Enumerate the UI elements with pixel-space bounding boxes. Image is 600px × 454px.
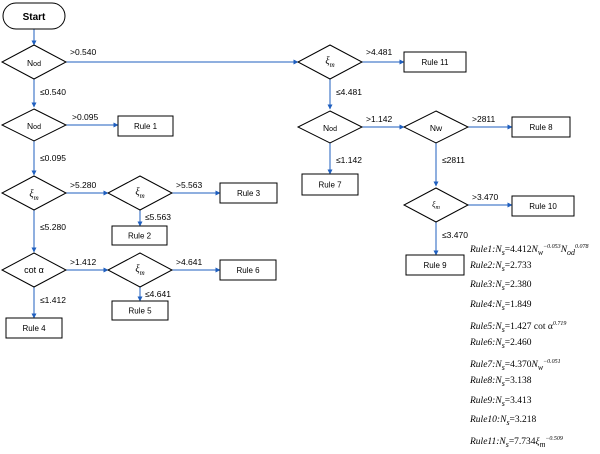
decision-d1-var: N xyxy=(27,58,33,68)
rule-box-6-label: Rule 6 xyxy=(236,266,260,275)
edge-label-e2: ≤0.540 xyxy=(40,87,66,97)
formula-rule-8: Rule8:Ns=3.138 xyxy=(470,376,532,389)
rule-box-4-label: Rule 4 xyxy=(22,324,46,333)
edge-label-e17: >2811 xyxy=(472,114,496,124)
start-label: Start xyxy=(23,12,46,23)
decision-d1-sub: od xyxy=(33,61,41,68)
decision-d2-sub: od xyxy=(33,124,41,131)
start-node: Start xyxy=(2,2,66,30)
svg-text:ξm: ξm xyxy=(29,189,38,202)
decision-d6-sub: m xyxy=(140,269,145,277)
decision-d5-var: cot α xyxy=(24,265,44,275)
decision-d8-sub: od xyxy=(329,126,337,133)
rule-box-11: Rule 11 xyxy=(403,51,467,73)
rule-box-7: Rule 7 xyxy=(301,173,359,196)
svg-text:Nod: Nod xyxy=(27,58,41,68)
edge-label-e11: ≤4.641 xyxy=(145,289,171,299)
rule-box-11-label: Rule 11 xyxy=(422,58,450,67)
decision-d4-var: ξ xyxy=(135,187,140,198)
edge-label-e15: >1.142 xyxy=(366,114,393,124)
rule-box-10-label: Rule 10 xyxy=(529,202,557,211)
formula-rule-4: Rule4:Ns=1.849 xyxy=(470,299,532,312)
decision-d4-sub: m xyxy=(140,192,145,200)
decision-d6: ξm xyxy=(106,252,174,288)
rule-box-8: Rule 8 xyxy=(511,116,571,138)
decision-d7: ξm xyxy=(296,44,364,80)
formula-rule-10: Rule10:Ns=3.218 xyxy=(470,414,537,427)
decision-d8: Nod xyxy=(296,110,364,144)
rule-formula-list: Rule1:Ns=4.412Nw−0.053Nod0.078 Rule2:Ns=… xyxy=(470,238,600,449)
decision-tree-diagram: Start Nod Nod ξm ξm cot α ξm xyxy=(0,2,575,339)
svg-text:ξm: ξm xyxy=(325,56,334,69)
edge-label-e9: >1.412 xyxy=(70,257,97,267)
decision-d10-sub: m xyxy=(436,205,441,211)
svg-text:ξm: ξm xyxy=(432,200,440,211)
edge-label-e20: ≤3.470 xyxy=(442,230,468,240)
formula-rule-11: Rule11:Ns=7.734ξm−0.509 xyxy=(470,435,563,449)
edge-label-e5: >5.280 xyxy=(70,180,97,190)
connectors xyxy=(31,29,513,319)
svg-text:Nod: Nod xyxy=(323,123,337,133)
edge-label-e1: >0.540 xyxy=(70,47,97,57)
svg-text:Nod: Nod xyxy=(27,121,41,131)
decision-d7-var: ξ xyxy=(325,56,330,67)
rule-box-3-label: Rule 3 xyxy=(237,189,261,198)
edge-label-e19: >3.470 xyxy=(472,192,499,202)
decision-d8-var: N xyxy=(323,123,329,133)
formula-rule-2: Rule2:Ns=2.733 xyxy=(470,261,532,274)
rule-box-2-label: Rule 2 xyxy=(128,232,152,241)
decision-d3-var: ξ xyxy=(29,189,34,200)
decision-d1: Nod xyxy=(0,44,68,80)
decision-d3: ξm xyxy=(0,175,68,211)
rule-box-10: Rule 10 xyxy=(511,195,575,217)
formula-rule-7: Rule7:Ns=4.370Nw−0.051 xyxy=(470,359,561,373)
rule-box-5: Rule 5 xyxy=(111,300,169,321)
edge-label-e3: >0.095 xyxy=(72,112,99,122)
edge-label-e10: >4.641 xyxy=(176,257,203,267)
formula-rule-5: Rule5:Ns=1.427 cot α0.719 xyxy=(470,320,567,334)
formula-rule-9: Rule9:Ns=3.413 xyxy=(470,395,532,408)
edge-label-e12: ≤1.412 xyxy=(40,295,66,305)
decision-d9: Nw xyxy=(402,110,470,144)
formula-rule-6: Rule6:Ns=2.460 xyxy=(470,337,532,350)
edge-label-e13: >4.481 xyxy=(366,47,393,57)
decision-d2: Nod xyxy=(0,108,68,142)
edge-label-e6: >5.563 xyxy=(176,180,203,190)
rule-box-9: Rule 9 xyxy=(405,254,465,276)
formula-rule-3: Rule3:Ns=2.380 xyxy=(470,280,532,293)
rule-box-8-label: Rule 8 xyxy=(529,123,553,132)
decision-d5: cot α xyxy=(0,252,68,288)
edge-label-e7: ≤5.563 xyxy=(145,212,171,222)
edge-label-e8: ≤5.280 xyxy=(40,222,66,232)
edge-label-e4: ≤0.095 xyxy=(40,153,66,163)
rule-box-5-label: Rule 5 xyxy=(128,307,152,316)
edge-label-e18: ≤2811 xyxy=(442,155,465,165)
decision-d4: ξm xyxy=(106,175,174,211)
decision-d6-var: ξ xyxy=(135,264,140,275)
decision-d3-sub: m xyxy=(34,194,39,202)
rule-box-1: Rule 1 xyxy=(117,115,174,137)
decision-d10: ξm xyxy=(402,187,470,223)
rule-box-3: Rule 3 xyxy=(219,182,278,204)
svg-text:cot α: cot α xyxy=(24,265,44,275)
edge-labels: >0.540 ≤0.540 >0.095 ≤0.095 >5.280 >5.56… xyxy=(40,47,499,305)
svg-text:ξm: ξm xyxy=(135,187,144,200)
rule-box-4: Rule 4 xyxy=(5,317,63,339)
svg-text:Nw: Nw xyxy=(430,123,443,133)
formula-rule-1: Rule1:Ns=4.412Nw−0.053Nod0.078 xyxy=(470,244,589,258)
decision-d2-var: N xyxy=(27,121,33,131)
decision-d7-sub: m xyxy=(330,61,335,69)
edge-label-e14: ≤4.481 xyxy=(336,87,362,97)
rule-box-2: Rule 2 xyxy=(111,225,168,246)
rule-box-9-label: Rule 9 xyxy=(423,261,447,270)
decision-d10-var: ξ xyxy=(432,200,436,209)
rule-box-1-label: Rule 1 xyxy=(134,122,158,131)
edge-label-e16: ≤1.142 xyxy=(336,155,362,165)
decision-d9-var: Nw xyxy=(430,123,443,133)
rule-box-6: Rule 6 xyxy=(219,259,277,281)
svg-text:ξm: ξm xyxy=(135,264,144,277)
rule-box-7-label: Rule 7 xyxy=(318,181,342,190)
